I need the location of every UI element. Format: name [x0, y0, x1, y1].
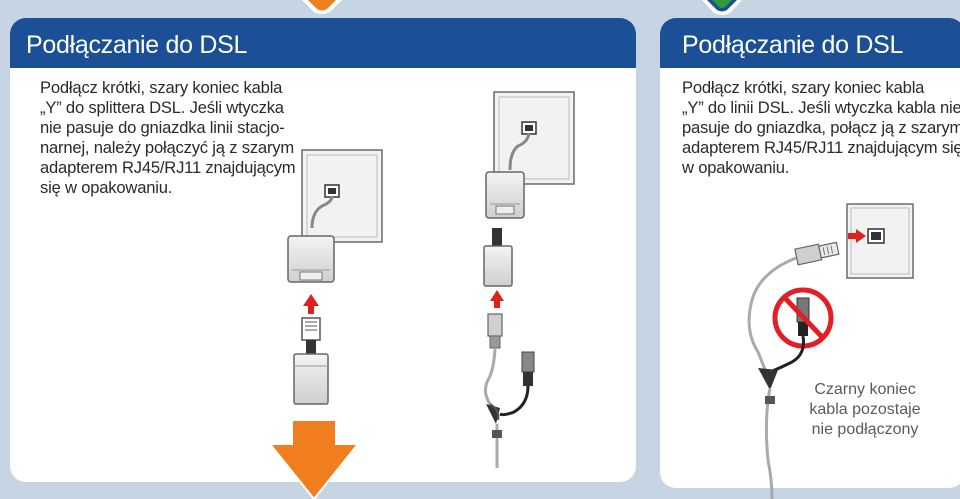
left-panel-title: Podłączanie do DSL [10, 18, 636, 68]
wall-socket-1 [301, 149, 383, 243]
green-badge-icon [702, 0, 742, 15]
orange-down-arrow-icon [267, 419, 361, 499]
prohibited-icon [772, 287, 834, 349]
dsl-splitter-2 [485, 171, 525, 219]
grey-plug [487, 313, 503, 349]
wall-socket-2 [493, 91, 575, 185]
dsl-splitter-1 [287, 235, 335, 283]
right-panel-title: Podłączanie do DSL [660, 18, 960, 68]
left-panel-text: Podłącz krótki, szary koniec kabla „Y” d… [40, 78, 296, 197]
grey-plug-3 [794, 241, 840, 266]
red-up-arrow-icon [303, 294, 319, 314]
black-plug [521, 351, 535, 386]
rj-plug-1 [293, 317, 329, 405]
red-right-arrow-icon [848, 229, 866, 243]
orange-badge-icon [302, 0, 342, 14]
right-panel-text: Podłącz krótki, szary koniec kabla „Y” d… [682, 78, 960, 177]
red-up-arrow-icon [490, 290, 504, 308]
unconnected-end-note: Czarny koniec kabla pozostaje nie podłąc… [809, 381, 921, 438]
